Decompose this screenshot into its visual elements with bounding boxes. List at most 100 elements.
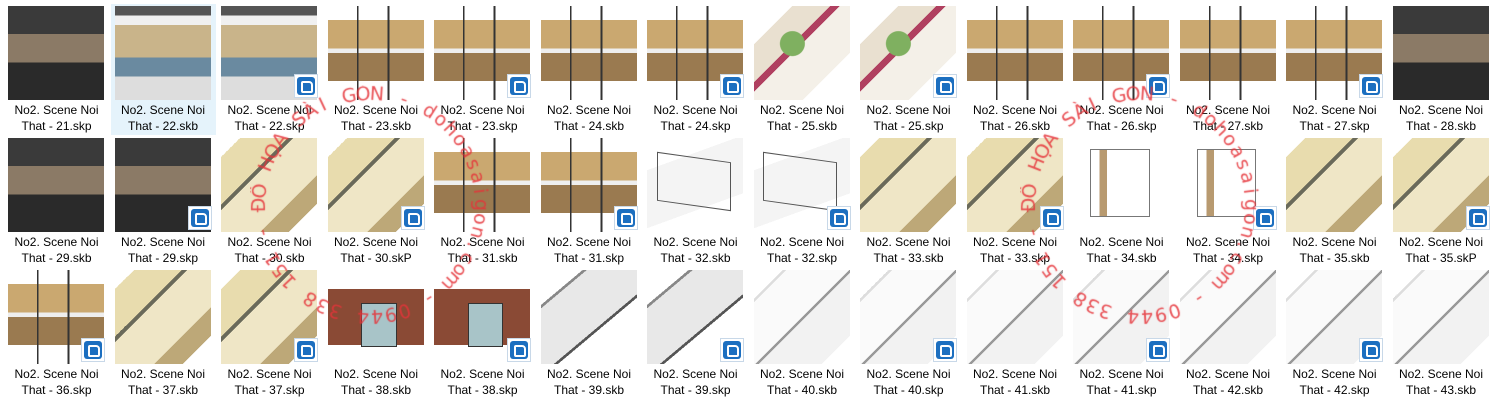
file-name-line2: That - 26.skp [1086, 119, 1157, 133]
file-name-line1: No2. Scene Noi [227, 103, 312, 117]
file-name-line1: No2. Scene Noi [1185, 103, 1271, 117]
file-name-line1: No2. Scene Noi [14, 235, 99, 249]
file-name-line2: That - 23.skp [447, 119, 518, 133]
file-name-line1: No2. Scene Noi [866, 235, 951, 249]
file-name-line1: No2. Scene Noi [333, 103, 419, 117]
file-name-line1: No2. Scene Noi [14, 367, 99, 381]
sketchup-icon [507, 338, 531, 362]
file-name-line2: That - 33.skb [873, 251, 944, 265]
sketchup-icon [1359, 74, 1383, 98]
sketchup-icon [1146, 74, 1170, 98]
file-name-line2: That - 26.skb [979, 119, 1051, 133]
file-name-line1: No2. Scene Noi [14, 103, 99, 117]
sketchup-icon [187, 206, 212, 230]
file-name-line2: That - 23.skb [340, 119, 412, 133]
file-name-line2: That - 34.skb [1086, 251, 1157, 265]
file-name-line1: No2. Scene Noi [120, 103, 206, 117]
file-thumbnail [860, 138, 956, 232]
file-name-line1: No2. Scene Noi [653, 103, 738, 117]
sketchup-icon [1359, 338, 1383, 362]
file-name-line1: No2. Scene Noi [120, 235, 206, 249]
file-thumbnail [1392, 270, 1489, 364]
file-name-line1: No2. Scene Noi [759, 235, 845, 249]
file-name-line2: That - 37.skb [127, 383, 199, 397]
file-thumbnail [221, 138, 317, 232]
file-name-line1: No2. Scene Noi [972, 235, 1058, 249]
file-name-line2: That - 27.skp [1299, 119, 1370, 133]
file-name-line1: No2. Scene Noi [546, 235, 632, 249]
file-name-line2: That - 41.skb [979, 383, 1051, 397]
file-name-line1: No2. Scene Noi [440, 367, 525, 381]
file-name-line2: That - 40.skp [873, 383, 944, 397]
file-name-line2: That - 43.skb [1405, 383, 1477, 397]
file-name-line1: No2. Scene Noi [227, 367, 312, 381]
file-name-line1: No2. Scene Noi [759, 103, 845, 117]
file-name-line2: That - 39.skp [660, 383, 731, 397]
file-name-line1: No2. Scene Noi [866, 103, 951, 117]
file-name-line2: That - 39.skb [553, 383, 625, 397]
file-name-line1: No2. Scene Noi [1079, 367, 1164, 381]
file-name-line2: That - 33.skp [979, 251, 1051, 265]
file-name-line2: That - 38.skb [340, 383, 412, 397]
file-name-line1: No2. Scene Noi [440, 103, 525, 117]
file-name-line2: That - 30.skb [234, 251, 305, 265]
